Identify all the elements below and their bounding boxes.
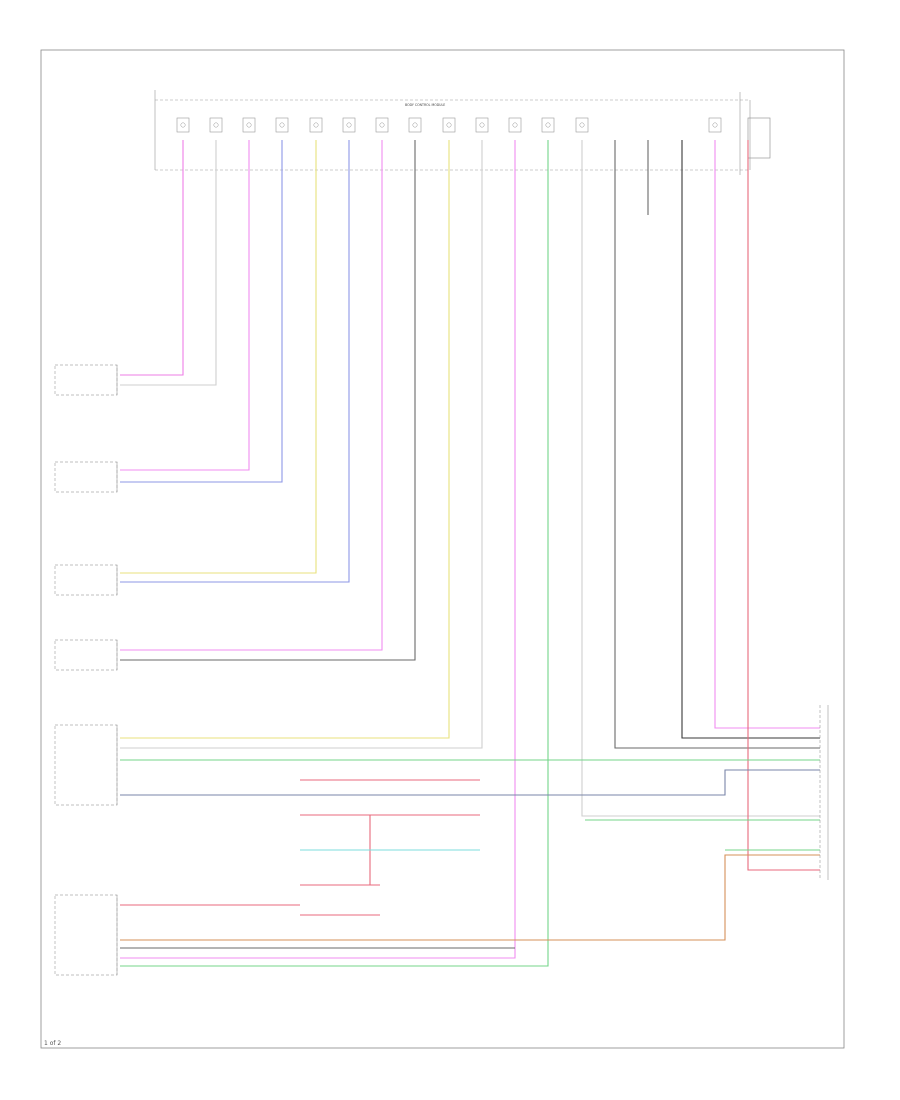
component-box [54, 724, 118, 806]
wire [614, 140, 820, 749]
connector-pin [309, 117, 323, 133]
pin-terminal [446, 122, 452, 128]
wire [120, 140, 350, 583]
component-group [54, 364, 118, 976]
pin-terminal [279, 122, 285, 128]
wire [714, 140, 820, 729]
wire [120, 140, 516, 959]
pin-terminal [479, 122, 485, 128]
connector-pin [508, 117, 522, 133]
pin-terminal [346, 122, 352, 128]
pin-terminal [246, 122, 252, 128]
component-box [54, 639, 118, 671]
data-link-connector [819, 705, 829, 880]
outer-frame [40, 49, 845, 1049]
wire [120, 140, 483, 749]
module-title: BODY CONTROL MODULE [405, 103, 445, 107]
pin-terminal [313, 122, 319, 128]
wire [120, 769, 820, 796]
component-box [54, 364, 118, 396]
wire-group [120, 140, 820, 967]
connector-pin [708, 117, 722, 133]
pin-terminal [213, 122, 219, 128]
page-footer: 1 of 2 [44, 1040, 62, 1047]
pin-terminal [712, 122, 718, 128]
connector-pin [575, 117, 589, 133]
connector-pin [408, 117, 422, 133]
wire [120, 140, 549, 967]
wire [120, 140, 450, 739]
wire [681, 140, 820, 739]
component-box [54, 894, 118, 976]
wire [120, 140, 184, 376]
wire [120, 854, 820, 941]
connector-pin [176, 117, 190, 133]
wire [120, 140, 217, 386]
connector-pin [242, 117, 256, 133]
wire [747, 140, 820, 871]
component-box [54, 461, 118, 493]
wire [120, 140, 416, 661]
wire [581, 140, 820, 817]
connector-pin [209, 117, 223, 133]
pin-terminal [512, 122, 518, 128]
wire [120, 140, 383, 651]
pin-terminal [180, 122, 186, 128]
connector-pin [342, 117, 356, 133]
pin-terminal [545, 122, 551, 128]
component-box [54, 564, 118, 596]
fuse-block-box [739, 92, 771, 175]
module-pins [176, 117, 722, 133]
wire [120, 140, 283, 483]
wire [120, 140, 317, 574]
connector-pin [275, 117, 289, 133]
pin-terminal [412, 122, 418, 128]
connector-pin [541, 117, 555, 133]
pin-terminal [579, 122, 585, 128]
connector-pin [442, 117, 456, 133]
wire [120, 140, 250, 471]
connector-pin [475, 117, 489, 133]
pin-terminal [379, 122, 385, 128]
connector-pin [375, 117, 389, 133]
